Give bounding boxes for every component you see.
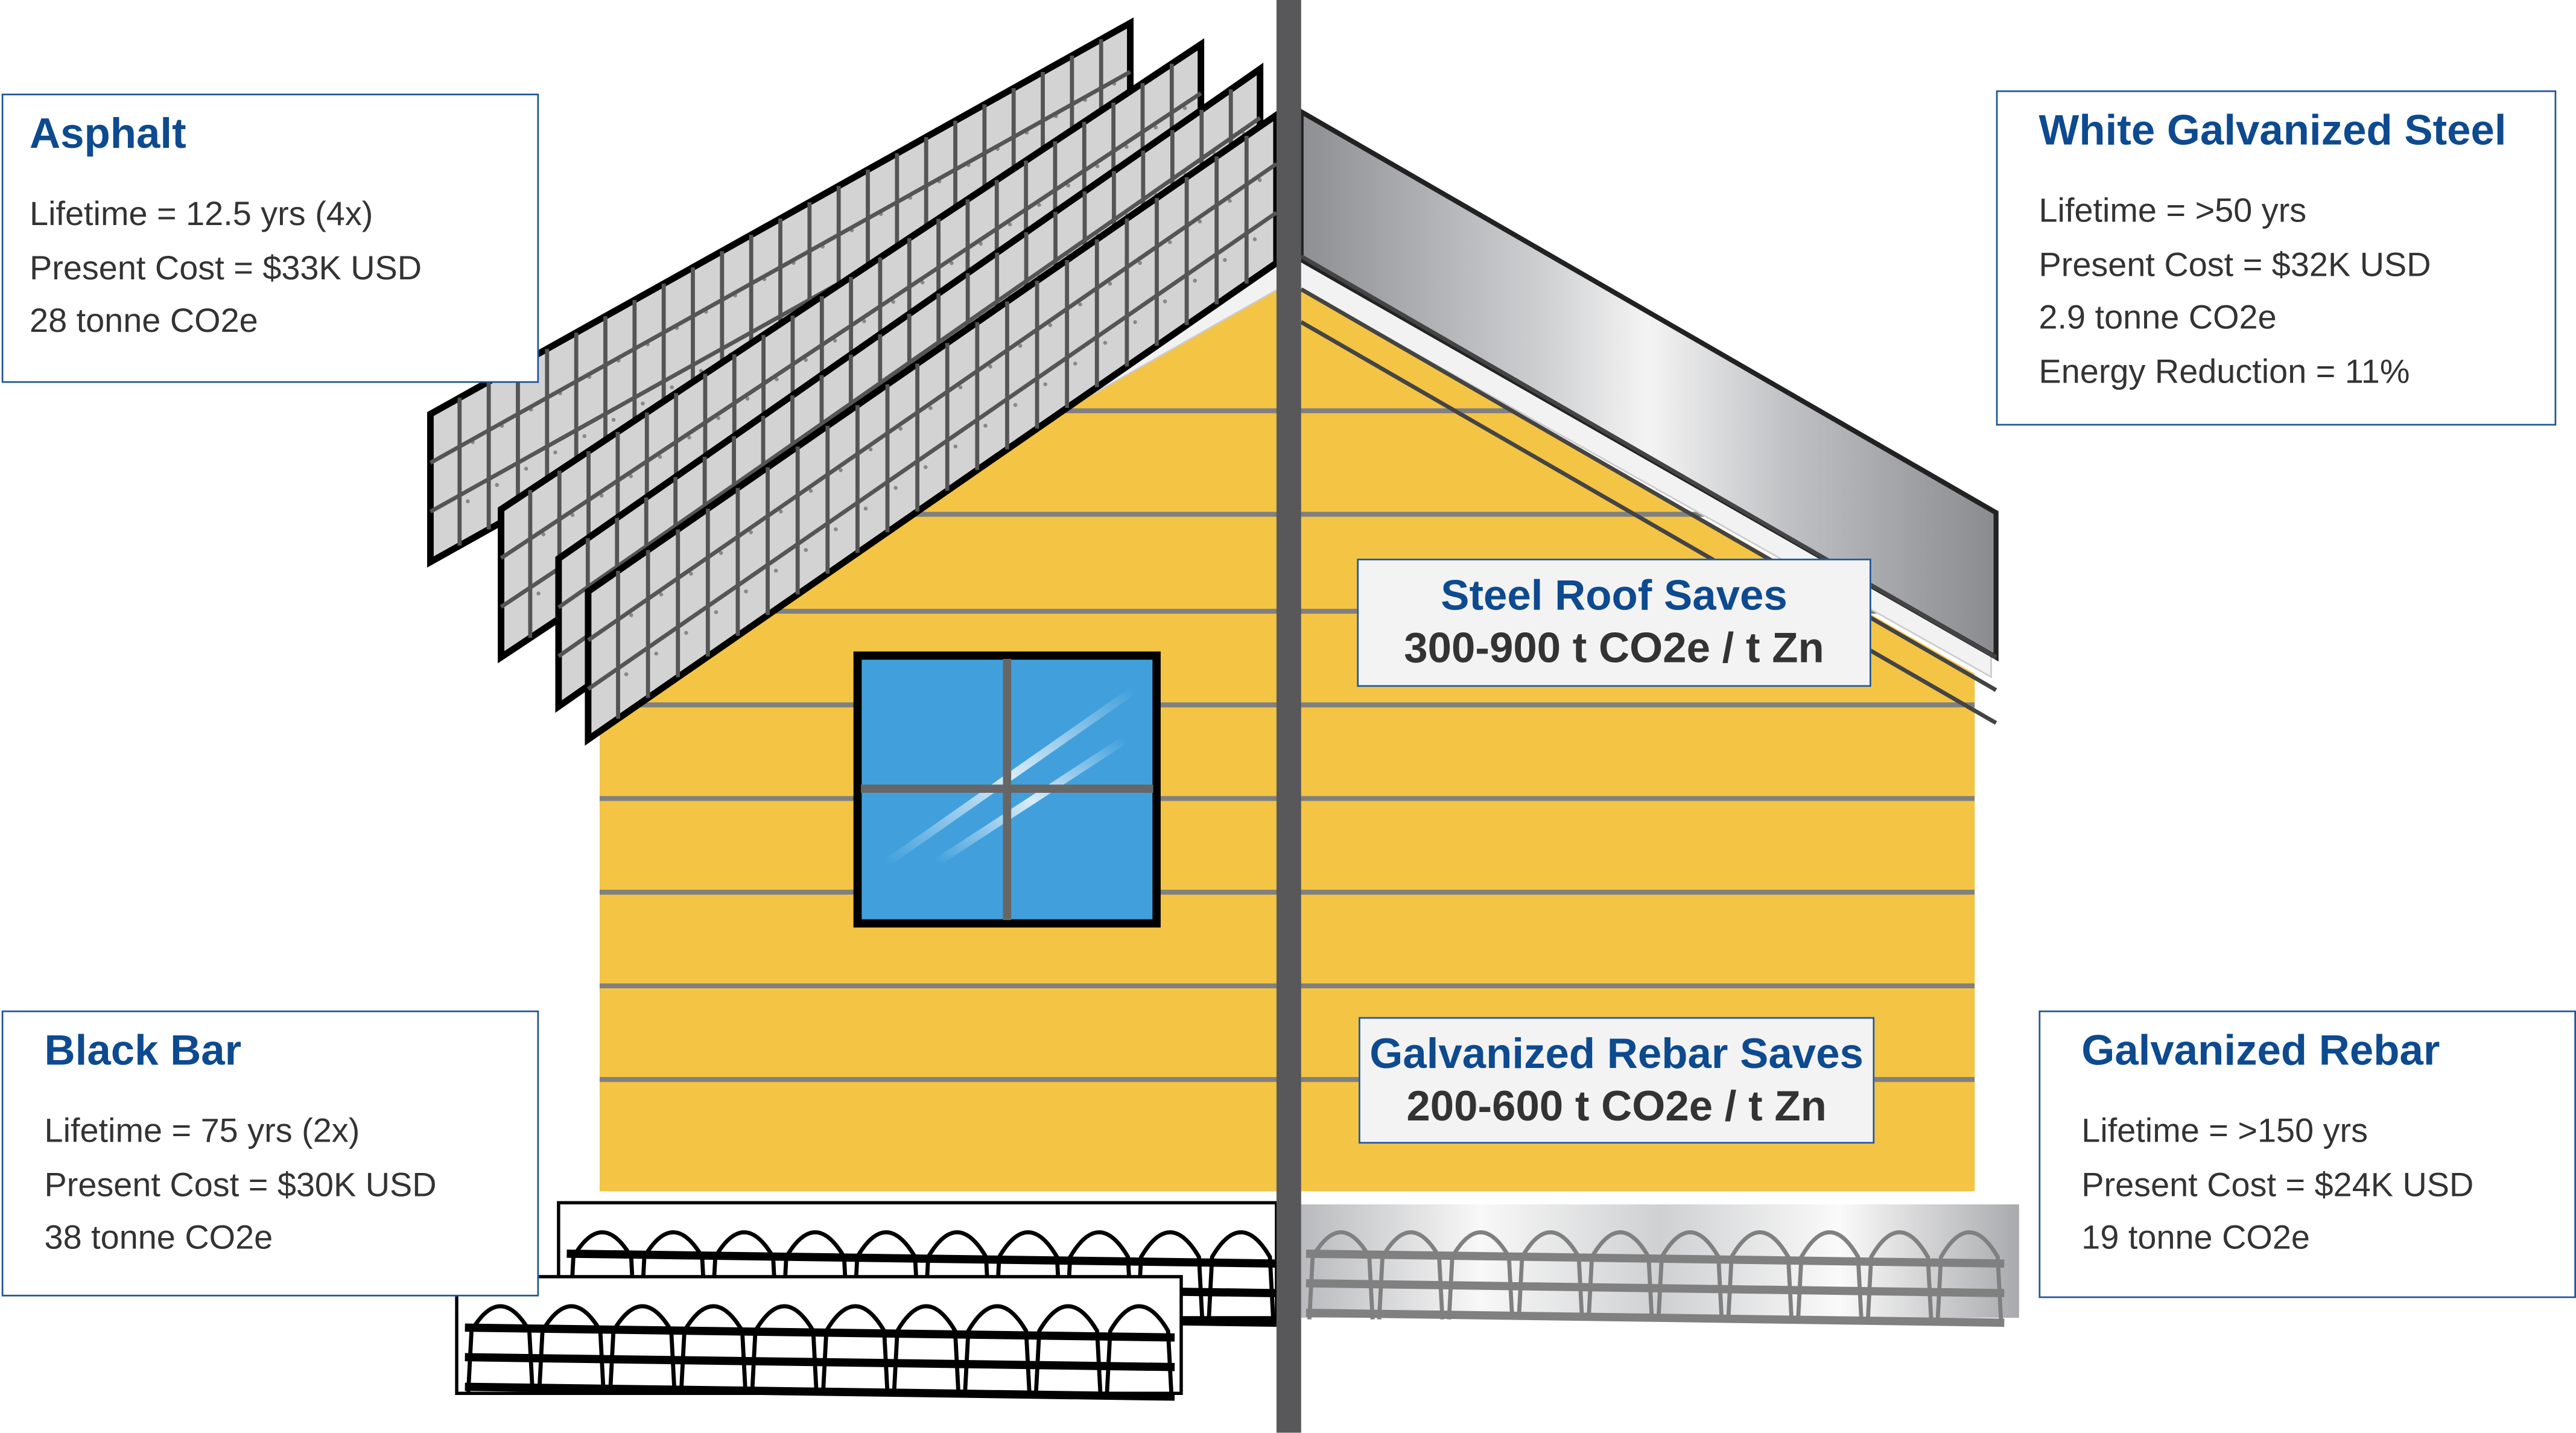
steel-co2: 2.9 tonne CO2e [2038, 299, 2277, 337]
rebar-hoop [679, 1304, 748, 1394]
rebar-lifetime: Lifetime = >150 yrs [2081, 1112, 2368, 1151]
rebar-cost: Present Cost = $24K USD [2081, 1166, 2474, 1204]
rebar-hoop [1207, 1230, 1275, 1320]
blackbar-title: Black Bar [44, 1025, 242, 1075]
rebar-hoop [1586, 1230, 1654, 1320]
steel-ridge-line [1300, 287, 1997, 692]
roof-savings-value: 300-900 t CO2e / t Zn [1404, 623, 1824, 672]
roof-savings-title: Steel Roof Saves [1441, 570, 1788, 620]
asphalt-co2: 28 tonne CO2e [30, 302, 258, 340]
black-bar-rebar-2 [465, 1304, 1175, 1401]
divider-pole [1276, 0, 1301, 1433]
rebar-hoop [922, 1230, 992, 1320]
galvanized-rebar [1305, 1230, 2005, 1327]
rebar-info-box: Galvanized Rebar Lifetime = >150 yrs Pre… [2038, 1010, 2576, 1298]
rebar-hoop [1935, 1230, 2003, 1320]
rebar-hoop [963, 1304, 1032, 1394]
rebar-hoop [1105, 1304, 1174, 1394]
steel-roof-ridges [1300, 254, 1997, 725]
rebar-bar [1305, 1249, 2005, 1268]
rebar-hoop [709, 1230, 779, 1320]
rebar-savings-value: 200-600 t CO2e / t Zn [1406, 1081, 1827, 1131]
rebar-bar [465, 1382, 1175, 1401]
rebar-hoop [1135, 1230, 1205, 1320]
roof-savings-box: Steel Roof Saves 300-900 t CO2e / t Zn [1357, 558, 1871, 687]
rebar-hoop [1656, 1230, 1724, 1320]
blackbar-lifetime: Lifetime = 75 yrs (2x) [44, 1112, 360, 1151]
rebar-bar [566, 1249, 1277, 1268]
rebar-hoop [781, 1230, 850, 1320]
window [853, 651, 1161, 928]
rebar-bar [465, 1353, 1175, 1371]
rebar-hoop [1033, 1304, 1103, 1394]
asphalt-cost: Present Cost = $33K USD [30, 249, 422, 287]
rebar-hoop [1065, 1230, 1134, 1320]
asphalt-shingles [427, 17, 1280, 746]
rebar-hoop [994, 1230, 1062, 1320]
steel-energy: Energy Reduction = 11% [2038, 352, 2410, 390]
rebar-hoop [1796, 1230, 1864, 1320]
steel-ridge-line [1300, 320, 1997, 725]
steel-cost: Present Cost = $32K USD [2038, 246, 2431, 284]
blackbar-cost: Present Cost = $30K USD [44, 1166, 437, 1204]
rebar-hoop [608, 1304, 677, 1394]
rebar-hoop [1447, 1230, 1515, 1320]
steel-title: White Galvanized Steel [2038, 105, 2507, 154]
blackbar-co2: 38 tonne CO2e [44, 1219, 273, 1257]
rebar-hoop [892, 1304, 961, 1394]
rebar-hoop [1865, 1230, 1934, 1320]
rebar-hoop [750, 1304, 819, 1394]
blackbar-info-box: Black Bar Lifetime = 75 yrs (2x) Present… [1, 1010, 539, 1297]
steel-info-box: White Galvanized Steel Lifetime = >50 yr… [1996, 90, 2557, 426]
rebar-savings-box: Galvanized Rebar Saves 200-600 t CO2e / … [1359, 1017, 1875, 1144]
rebar-savings-title: Galvanized Rebar Saves [1369, 1028, 1864, 1078]
asphalt-title: Asphalt [30, 108, 186, 158]
asphalt-lifetime: Lifetime = 12.5 yrs (4x) [30, 195, 373, 234]
rebar-hoop [1517, 1230, 1584, 1320]
rebar-hoop [1726, 1230, 1794, 1320]
steel-lifetime: Lifetime = >50 yrs [2038, 192, 2307, 230]
rebar-hoop [852, 1230, 921, 1320]
rebar-bar [1305, 1279, 2005, 1297]
rebar-co2: 19 tonne CO2e [2081, 1219, 2310, 1257]
rebar-bar [465, 1323, 1175, 1342]
rebar-title: Galvanized Rebar [2081, 1025, 2440, 1075]
rebar-bar [1305, 1309, 2005, 1327]
steel-ridge-line [1300, 254, 1997, 659]
asphalt-info-box: Asphalt Lifetime = 12.5 yrs (4x) Present… [1, 94, 539, 383]
rebar-hoop [820, 1304, 890, 1394]
